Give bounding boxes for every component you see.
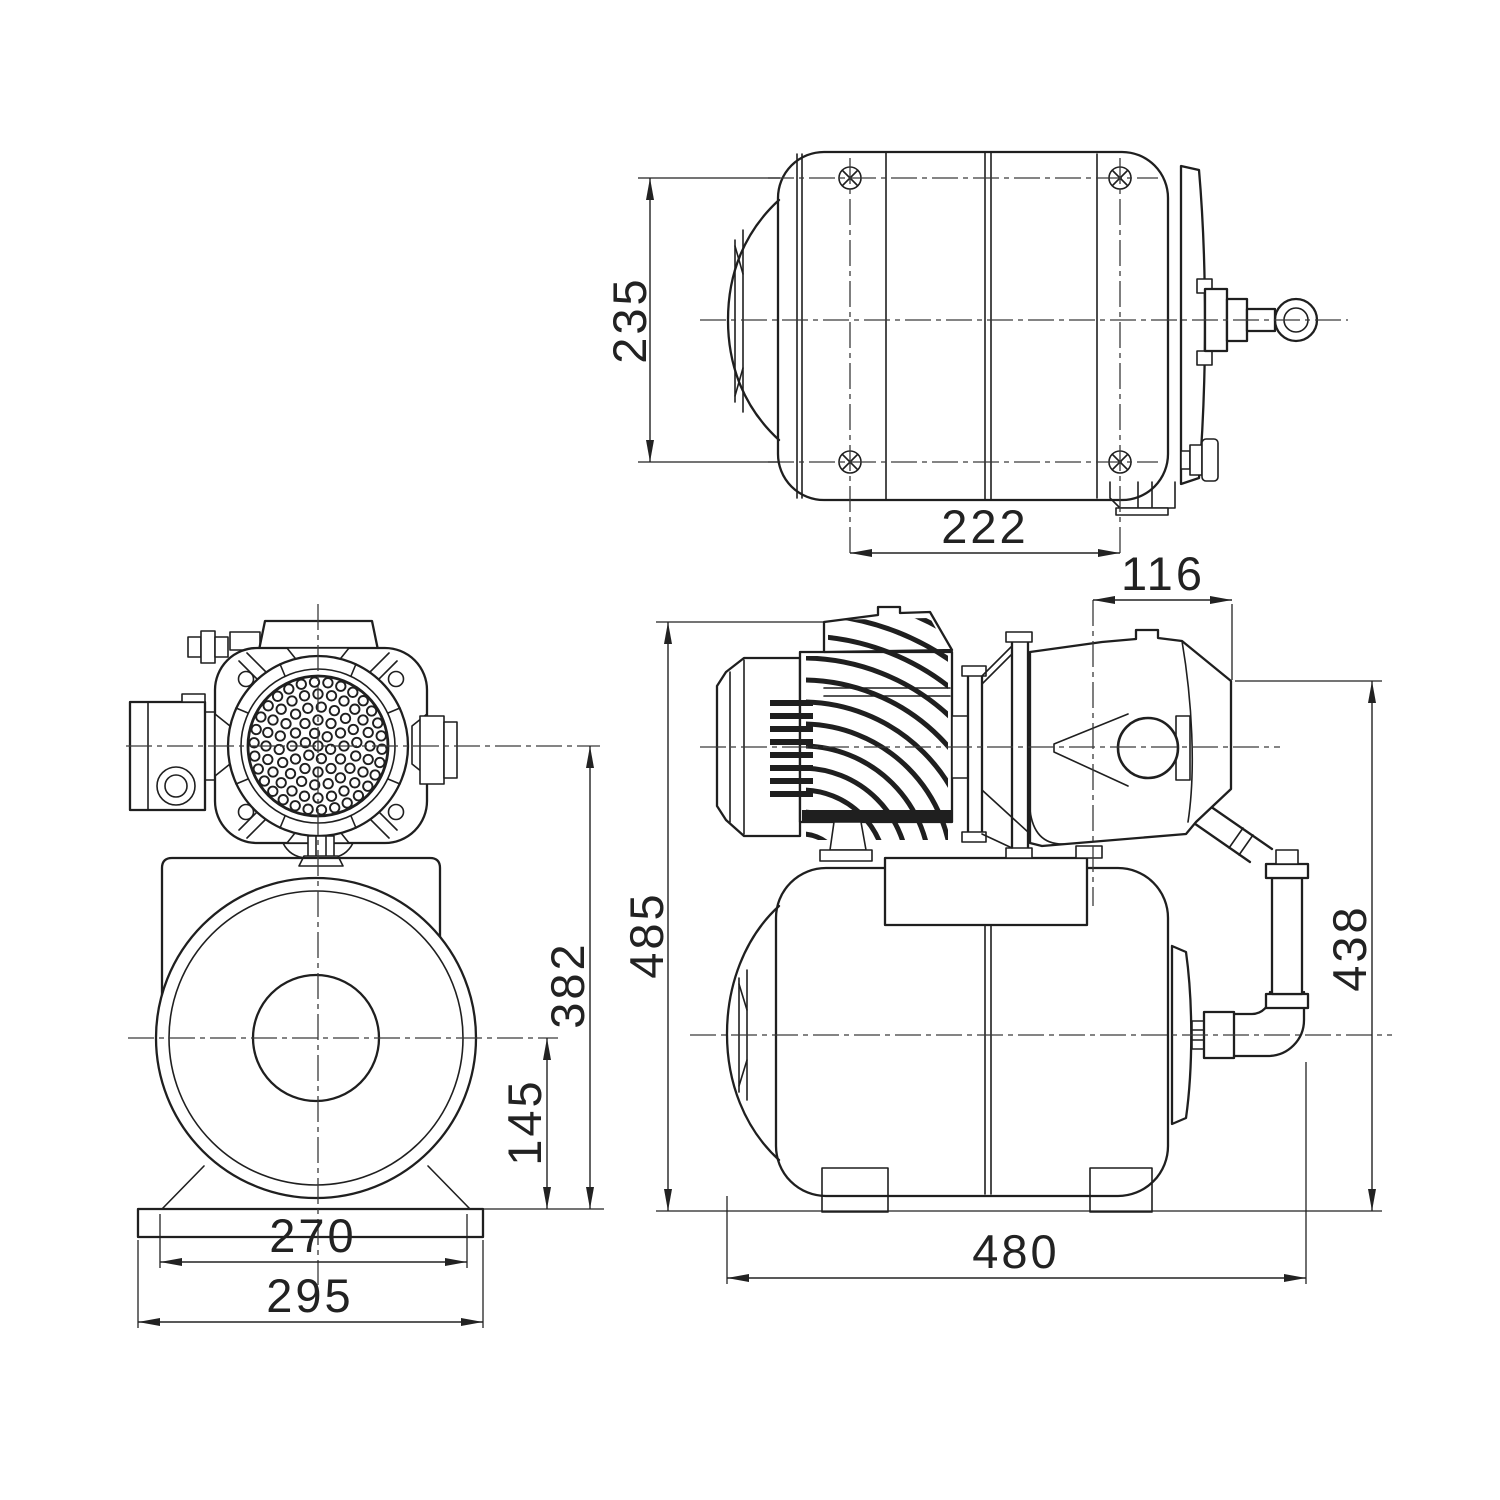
dim-tank-height-235: 235 [603,177,780,463]
gusset-left [161,1165,205,1210]
cable-gland-top [1180,438,1219,482]
dim-label-145: 145 [498,1078,551,1165]
side-view-pump-unit [690,600,1392,1213]
pump-saddle-plate [883,856,1089,927]
side-view-centerlines [690,600,1392,1036]
base-plate [136,1207,485,1239]
dim-label-295: 295 [266,1269,353,1322]
bolt-hole [387,670,405,688]
dim-overall-height-485: 485 [620,621,1382,1212]
gusset-right [427,1165,471,1210]
head-bracket [1075,845,1103,859]
top-view-tank [700,150,1348,556]
bolt-hole [387,803,405,821]
fan-grille-holes [248,676,388,816]
dim-label-270: 270 [269,1209,356,1262]
dim-label-485: 485 [620,891,673,978]
shaft-assembly [1203,287,1319,353]
motor-foot-stem [829,821,867,851]
tank-dome-side [725,904,781,1162]
dim-label-222: 222 [941,500,1028,553]
bolt-hole [237,803,255,821]
dim-foot-span-270: 270 [159,1209,468,1268]
dimensions: 235 222 116 485 438 480 [137,177,1382,1328]
dim-pump-height-382: 382 [483,746,604,1210]
motor-foot-pad [819,849,873,862]
vent-slats [770,700,813,797]
bolt-hole [237,670,255,688]
motor-base-band [802,810,952,822]
top-view-centerlines [700,158,1348,556]
dim-label-116: 116 [1121,547,1205,600]
tank-foot-left [821,1167,889,1213]
flange-plate-near [966,672,984,836]
casing-rib [1053,713,1129,787]
dim-base-width-295: 295 [137,1240,484,1328]
tank-body-top [776,150,1170,502]
dim-assembly-height-438: 438 [1235,680,1382,1211]
dim-label-438: 438 [1323,904,1376,991]
dim-port-spacing-222: 222 [850,500,1120,557]
side-port [419,715,445,785]
cable-gland-icon [156,766,196,806]
motor-assembly-side [715,605,1041,862]
suction-port [1116,716,1180,780]
dim-label-480: 480 [972,1225,1059,1278]
front-view-pump-unit [126,604,600,1285]
priming-plug [187,630,261,664]
tank-seam-lines [796,152,1098,500]
dim-head-width-116: 116 [1093,547,1233,680]
tank-end-dome [726,198,781,442]
dim-label-382: 382 [541,941,594,1028]
pump-head-side [1028,628,1233,859]
riser-tube [1270,876,1304,996]
tank-foot-right [1089,1167,1153,1213]
tank-saddle-stand [160,856,442,1002]
front-view-centerlines [126,604,600,1285]
tank-end-bracket [734,229,744,413]
dim-axis-height-145: 145 [498,1038,551,1209]
dim-label-235: 235 [603,276,656,363]
riser-pipe-assembly [1176,790,1310,1060]
terminal-box [128,693,217,812]
dim-overall-length-480: 480 [726,1062,1307,1284]
